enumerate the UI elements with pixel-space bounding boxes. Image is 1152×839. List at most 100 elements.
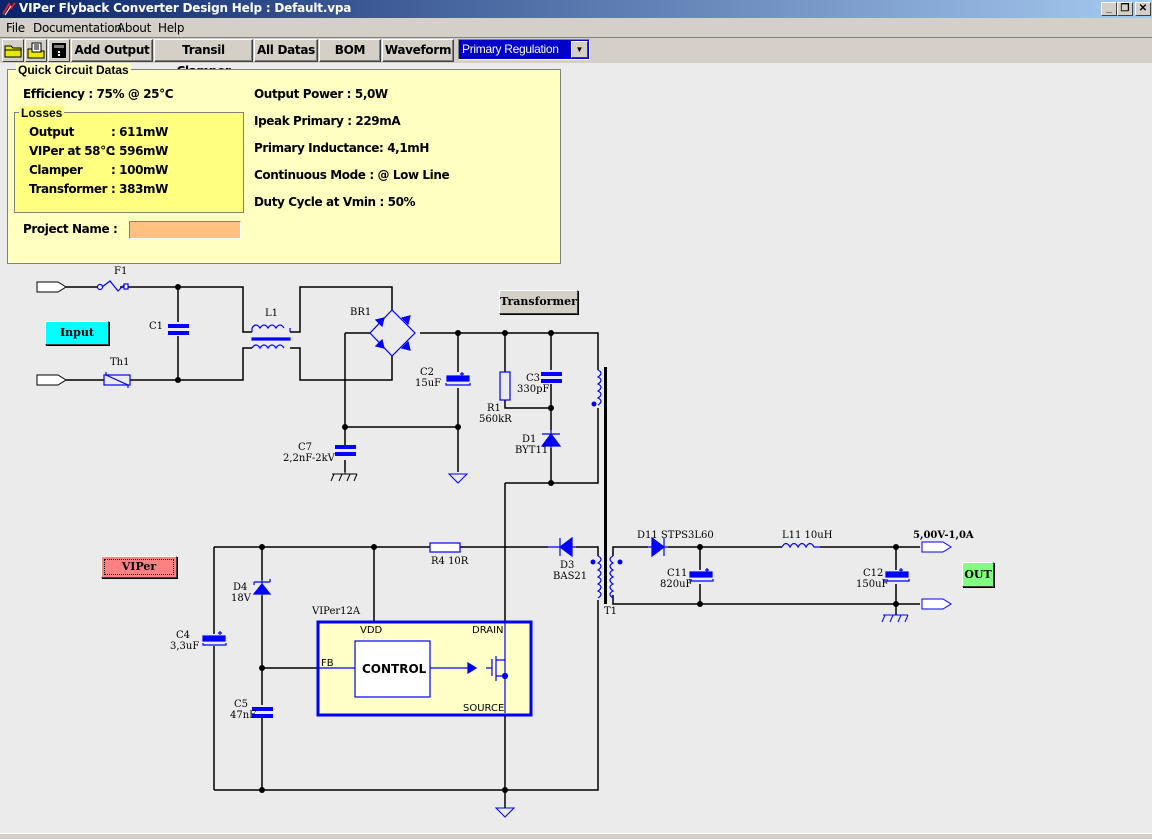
d1-value: BYT11 bbox=[515, 445, 548, 456]
loss-value-viper: : 596mW bbox=[111, 144, 168, 158]
ground-icon bbox=[494, 807, 516, 818]
menu-help[interactable]: Help bbox=[158, 21, 185, 35]
resistor-r4-icon bbox=[429, 542, 461, 553]
loss-value-transformer: : 383mW bbox=[111, 182, 168, 196]
th1-label: Th1 bbox=[110, 357, 129, 368]
menu-about[interactable]: About bbox=[117, 21, 151, 35]
d3-value: BAS21 bbox=[553, 571, 587, 582]
capacitor-c11-icon bbox=[689, 568, 714, 582]
minimize-icon: _ bbox=[1106, 3, 1112, 14]
c2-ref: C2 bbox=[420, 367, 434, 378]
vdd-pin-label: VDD bbox=[360, 625, 383, 636]
capacitor-c12-icon bbox=[883, 568, 910, 582]
project-name-label: Project Name : bbox=[23, 222, 118, 236]
out-button[interactable]: OUT bbox=[962, 562, 994, 587]
project-name-input[interactable] bbox=[129, 221, 241, 239]
transformer-t1-icon bbox=[590, 367, 623, 604]
menu-bar: File Documentation About Help bbox=[0, 18, 1152, 38]
close-icon: ✕ bbox=[1138, 3, 1148, 14]
capacitor-c5-icon bbox=[252, 707, 273, 718]
c1-label: C1 bbox=[149, 321, 163, 332]
input-connector-bottom bbox=[36, 374, 67, 386]
c2-value: 15uF bbox=[415, 378, 441, 389]
output-connector-positive bbox=[921, 541, 952, 553]
capacitor-c4-icon bbox=[202, 631, 227, 646]
ic-ref-label: VIPer12A bbox=[311, 606, 361, 617]
window-title: VIPer Flyback Converter Design Help : De… bbox=[19, 1, 352, 15]
close-button[interactable]: ✕ bbox=[1135, 2, 1151, 16]
losses-group: Losses Output : 611mW VIPer at 58°C : 59… bbox=[14, 106, 244, 213]
r1-ref: R1 bbox=[487, 403, 501, 414]
restore-button[interactable]: ❐ bbox=[1117, 2, 1133, 16]
ground-icon bbox=[447, 473, 469, 484]
c5-value: 47nF bbox=[230, 710, 256, 721]
control-label: CONTROL bbox=[362, 662, 427, 676]
c11-value: 820uF bbox=[660, 579, 693, 590]
save-icon bbox=[27, 42, 45, 59]
c4-ref: C4 bbox=[176, 630, 190, 641]
open-folder-icon bbox=[4, 45, 22, 58]
loss-value-output: : 611mW bbox=[111, 125, 168, 139]
c11-ref: C11 bbox=[667, 568, 687, 579]
c3-value: 330pF bbox=[517, 384, 549, 395]
calculate-button[interactable] bbox=[48, 39, 70, 62]
regulation-select-value: Primary Regulation bbox=[462, 42, 559, 56]
transformer-button[interactable]: Transformer bbox=[499, 290, 578, 314]
c7-value: 2,2nF-2kV bbox=[283, 453, 336, 464]
loss-label-viper: VIPer at 58°C bbox=[29, 144, 115, 158]
c4-value: 3,3uF bbox=[170, 641, 199, 652]
capacitor-c3-icon bbox=[541, 372, 562, 383]
fb-pin-label: FB bbox=[321, 658, 334, 669]
menu-documentation[interactable]: Documentation bbox=[33, 21, 122, 35]
viper-button[interactable]: VIPer bbox=[101, 556, 177, 578]
d11-label: D11 STPS3L60 bbox=[637, 530, 714, 541]
panel-legend: Quick Circuit Datas bbox=[16, 63, 131, 77]
chassis-ground-icon bbox=[881, 614, 909, 623]
loss-value-clamper: : 100mW bbox=[111, 163, 168, 177]
loss-label-transformer: Transformer bbox=[29, 182, 108, 196]
loss-label-output: Output bbox=[29, 125, 74, 139]
regulation-select[interactable]: Primary Regulation ▼ bbox=[458, 39, 590, 60]
add-output-button[interactable]: Add Output bbox=[71, 39, 153, 62]
t1-label: T1 bbox=[604, 606, 617, 617]
control-block bbox=[354, 640, 431, 698]
zener-d4-icon bbox=[252, 579, 272, 596]
c12-value: 150uF bbox=[856, 579, 889, 590]
all-datas-button[interactable]: All Datas bbox=[254, 39, 318, 62]
inductor-l11-icon bbox=[781, 542, 820, 549]
c3-ref: C3 bbox=[526, 373, 540, 384]
window-bottom-border bbox=[0, 833, 1152, 839]
app-logo-icon bbox=[2, 2, 16, 16]
mosfet-icon bbox=[318, 622, 509, 713]
d4-ref: D4 bbox=[233, 582, 247, 593]
calculator-icon bbox=[52, 43, 66, 58]
loss-label-clamper: Clamper bbox=[29, 163, 83, 177]
choke-l1-icon bbox=[251, 324, 291, 350]
open-button[interactable] bbox=[2, 39, 24, 62]
f1-label: F1 bbox=[114, 266, 127, 277]
duty-cycle-text: Duty Cycle at Vmin : 50% bbox=[254, 195, 416, 209]
diode-d11-icon bbox=[648, 536, 668, 558]
capacitor-c1-icon bbox=[168, 324, 189, 335]
thermistor-th1-icon bbox=[103, 372, 131, 388]
c12-ref: C12 bbox=[863, 568, 883, 579]
primary-inductance-text: Primary Inductance: 4,1mH bbox=[254, 141, 430, 155]
title-bar: VIPer Flyback Converter Design Help : De… bbox=[0, 0, 1152, 18]
waveform-button[interactable]: Waveform bbox=[382, 39, 454, 62]
diode-d1-icon bbox=[540, 430, 562, 448]
minimize-button[interactable]: _ bbox=[1101, 2, 1117, 16]
resistor-r1-icon bbox=[499, 371, 511, 401]
source-pin-label: SOURCE bbox=[463, 703, 504, 714]
continuous-mode-text: Continuous Mode : @ Low Line bbox=[254, 168, 450, 182]
input-connector-top bbox=[36, 281, 67, 293]
ipeak-primary-text: Ipeak Primary : 229mA bbox=[254, 114, 401, 128]
capacitor-c7-icon bbox=[335, 445, 356, 456]
save-button[interactable] bbox=[25, 39, 47, 62]
bom-button[interactable]: BOM bbox=[319, 39, 381, 62]
output-power-text: Output Power : 5,0W bbox=[254, 87, 388, 101]
menu-file[interactable]: File bbox=[6, 21, 25, 35]
capacitor-c2-icon bbox=[445, 372, 471, 386]
output-connector-negative bbox=[921, 598, 952, 610]
chevron-down-icon[interactable]: ▼ bbox=[571, 41, 588, 58]
input-button[interactable]: Input bbox=[45, 321, 109, 345]
